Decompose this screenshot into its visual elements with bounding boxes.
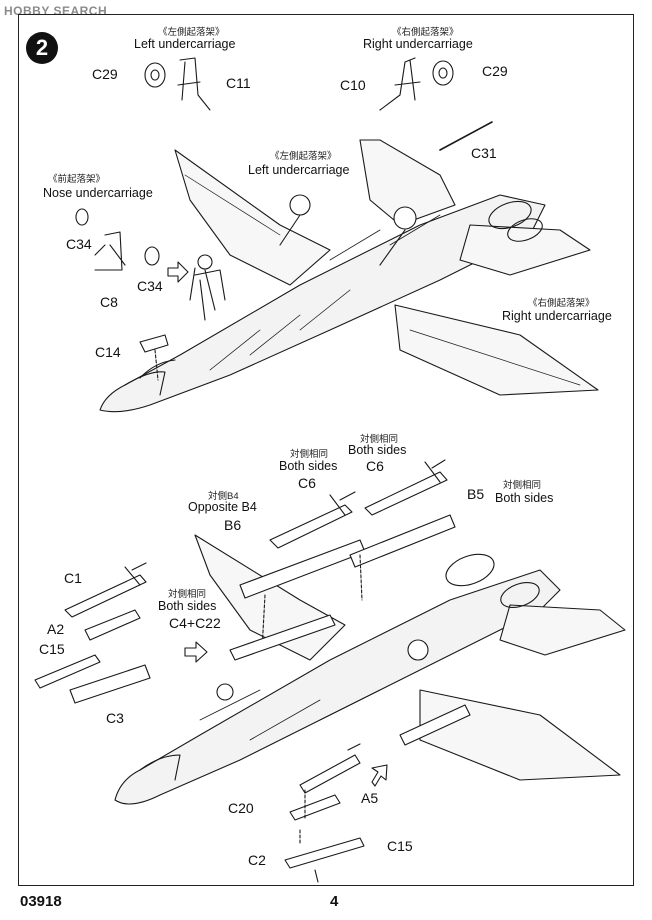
part-a5: A5	[361, 790, 379, 806]
top-aircraft-drawing	[99, 139, 599, 413]
both-sides-1-en-label: Both sides	[348, 443, 407, 457]
step-number-badge: 2	[26, 32, 58, 64]
part-b6: B6	[224, 517, 242, 533]
top-gear-parts	[75, 57, 493, 381]
part-c10: C10	[340, 77, 366, 93]
part-c8: C8	[100, 294, 118, 310]
part-c29-left: C29	[92, 66, 118, 82]
right-gear-top-en-label: Right undercarriage	[363, 37, 473, 51]
both-sides-3-cn-label: 対側相同	[503, 480, 542, 491]
part-c6-b: C6	[366, 458, 384, 474]
part-c2: C2	[248, 852, 266, 868]
part-c20: C20	[228, 800, 254, 816]
part-c4-c22: C4+C22	[169, 615, 221, 631]
nose-gear-cn-label: 《前起落架》	[48, 174, 106, 185]
part-c34-b: C34	[137, 278, 163, 294]
part-c3: C3	[106, 710, 124, 726]
both-sides-2-cn-label: 対側相同	[290, 449, 329, 460]
bottom-weapon-parts	[34, 459, 448, 883]
nose-gear-en-label: Nose undercarriage	[43, 186, 153, 200]
right-gear-mid-en-label: Right undercarriage	[502, 309, 612, 323]
part-c29-right: C29	[482, 63, 508, 79]
right-gear-top-cn-label: 《右側起落架》	[392, 27, 459, 38]
part-c14: C14	[95, 344, 121, 360]
part-c34-a: C34	[66, 236, 92, 252]
left-gear-top-en-label: Left undercarriage	[134, 37, 236, 51]
left-gear-mid-en-label: Left undercarriage	[248, 163, 350, 177]
both-sides-4-cn-label: 対側相同	[168, 589, 207, 600]
left-gear-mid-cn-label: 《左側起落架》	[270, 151, 337, 162]
kit-code: 03918	[20, 893, 62, 910]
both-sides-4-en-label: Both sides	[158, 599, 217, 613]
part-c15-b: C15	[387, 838, 413, 854]
part-c1: C1	[64, 570, 82, 586]
page-frame	[18, 14, 634, 886]
page-number: 4	[330, 893, 339, 910]
opposite-b4-en-label: Opposite B4	[188, 500, 257, 514]
both-sides-1-cn-label: 対側相同	[360, 434, 399, 445]
bottom-aircraft-drawing	[114, 514, 626, 805]
part-c31: C31	[471, 145, 497, 161]
both-sides-3-en-label: Both sides	[495, 491, 554, 505]
part-c6-a: C6	[298, 475, 316, 491]
part-c15-a: C15	[39, 641, 65, 657]
part-b5: B5	[467, 486, 485, 502]
left-gear-top-cn-label: 《左側起落架》	[158, 27, 225, 38]
right-gear-mid-cn-label: 《右側起落架》	[528, 298, 595, 309]
opposite-b4-cn-label: 対側B4	[208, 491, 239, 502]
part-a2: A2	[47, 621, 65, 637]
both-sides-2-en-label: Both sides	[279, 459, 338, 473]
part-c11: C11	[226, 75, 251, 91]
